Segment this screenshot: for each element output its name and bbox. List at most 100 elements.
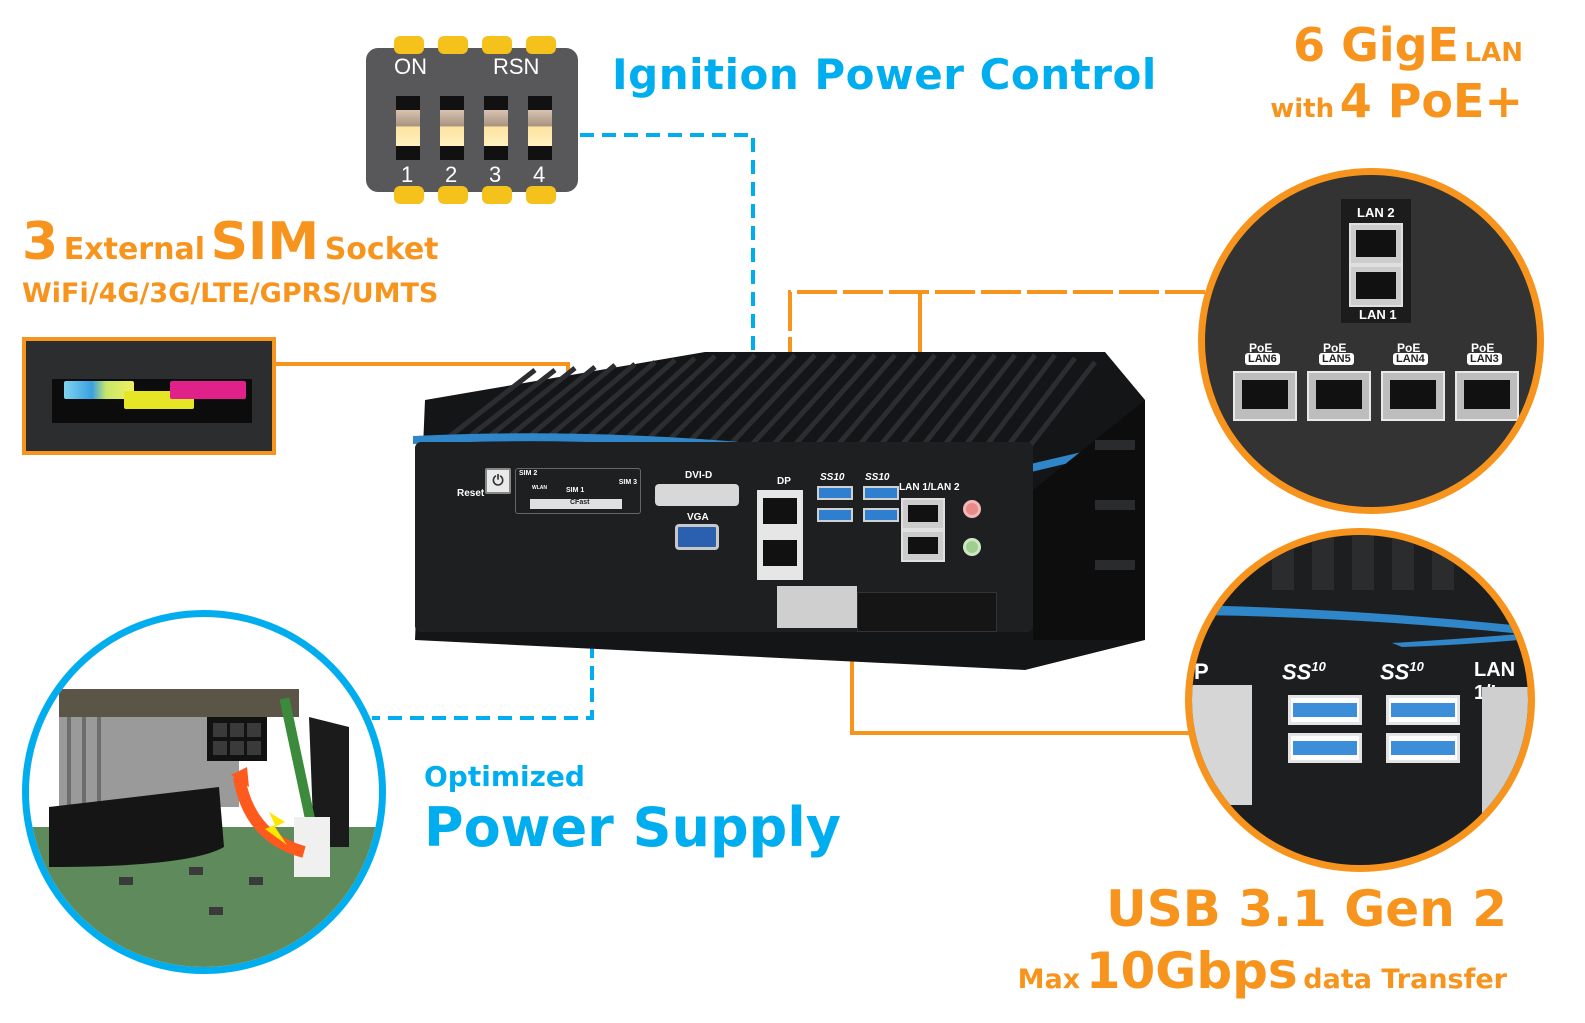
usb-ss-logo: SS10 [1282,659,1326,685]
sim2-label: SIM 2 [519,470,538,477]
dip-pin [438,36,468,54]
sim3-label: SIM 3 [618,479,637,486]
usb-port [817,508,853,522]
lan12-label: LAN 1/LAN 2 [899,482,960,493]
usb-speed: 10Gbps [1085,942,1298,1000]
poe-count: 4 PoE+ [1339,74,1523,128]
dip-switch-4 [528,96,552,160]
sim-external-word: External [63,232,205,267]
power-button[interactable]: ⏻ [485,468,511,494]
sim1-label: SIM 1 [566,487,585,494]
dip-pin [394,186,424,204]
poe-badge: PoE [1323,341,1347,355]
power-supply-inset [22,610,386,974]
cfast-slot: CFast [530,499,622,509]
dp-port-partial [1192,685,1252,805]
dip-switch-3 [484,96,508,160]
usb-port-large [1386,695,1460,725]
device-front-panel: ⏻ Reset SIM 2 SIM 3 SIM 1 WLAN CFast DVI… [415,442,1033,632]
poe-badge: PoE [1249,341,1273,355]
lan5-label: LAN5 [1319,353,1354,365]
dip-on-label: ON [394,54,427,79]
poe-badge: PoE [1397,341,1421,355]
gige-count: 6 GigE [1293,18,1459,72]
sim-slot-inset [22,337,276,455]
sim-card-3 [170,381,246,399]
usb-ss10-label: SS10 [820,472,845,483]
line-out-jack [963,538,981,556]
gige-lan-title: 6 GigE LAN with 4 PoE+ [1270,22,1523,124]
usb-max-word: Max [1017,964,1081,995]
usb-title: USB 3.1 Gen 2 [1106,880,1507,938]
vga-port [675,524,719,550]
sim-connectivity-subtitle: WiFi/4G/3G/LTE/GPRS/UMTS [22,278,439,309]
usb-ports-inset: SS10 SS10 P LAN 1/L [1185,528,1535,872]
usb-port-large [1288,733,1362,763]
lan6-label: LAN6 [1245,353,1280,365]
usb-transfer-words: data Transfer [1303,964,1507,995]
sim-word: SIM [210,212,320,272]
power-supply-subtitle: Optimized [424,760,585,793]
dp-ports [757,490,803,580]
usb-port [863,486,899,500]
dip-rsn-label: RSN [493,54,540,79]
usb-port [863,508,899,522]
dip-switch-illustration: ON RSN 1 2 3 4 [366,36,578,204]
dip-number: 4 [533,162,546,187]
lan2-port [901,498,945,530]
dvi-label: DVI-D [685,470,713,481]
expansion-slots [857,592,997,632]
dip-switch-1 [396,96,420,160]
lan1-inset-port [1349,265,1403,307]
lan5-port [1307,371,1371,421]
reset-label: Reset [457,488,485,499]
dip-number: 1 [401,162,414,187]
usb-ss-logo: SS10 [1380,659,1424,685]
usb-port-large [1288,695,1362,725]
sim-slot [52,379,252,423]
lan2-inset-port [1349,223,1403,265]
cfast-label: CFast [570,499,590,506]
dip-pin [482,36,512,54]
expansion-slot-covers [777,586,857,628]
dip-pin [438,186,468,204]
power-connector-photo [29,617,379,967]
sim-card-1 [64,381,134,399]
usb-port [817,486,853,500]
embedded-pc-device: ⏻ Reset SIM 2 SIM 3 SIM 1 WLAN CFast DVI… [405,340,1150,670]
sim-socket-word: Socket [324,232,439,267]
gige-lan-word: LAN [1464,38,1523,68]
mic-jack [963,500,981,518]
lan2-inset-label: LAN 2 [1357,205,1395,220]
sim-socket-title: 3 External SIM Socket [22,216,439,268]
dip-number: 2 [445,162,458,187]
vga-label: VGA [687,512,709,523]
usb-ss10-label: SS10 [865,472,890,483]
dp-partial-label: P [1194,659,1209,684]
sim-count: 3 [22,212,59,272]
wlan-label: WLAN [532,485,547,491]
usb-port-large [1386,733,1460,763]
lan3-port [1455,371,1519,421]
dp-port-1 [763,498,797,524]
poe-badge: PoE [1471,341,1495,355]
dip-number: 3 [489,162,502,187]
dp-port-2 [763,540,797,566]
sim-cfast-bay: SIM 2 SIM 3 SIM 1 WLAN CFast [515,468,641,514]
lan1-port [901,530,945,562]
ignition-power-control-title: Ignition Power Control [612,50,1157,99]
dip-pin [526,186,556,204]
dvi-port [655,484,739,506]
dip-pin [394,36,424,54]
lan1-inset-label: LAN 1 [1359,307,1397,322]
lan6-port [1233,371,1297,421]
lan4-label: LAN4 [1393,353,1428,365]
dip-pin [482,186,512,204]
lan4-port [1381,371,1445,421]
lan-dual-stack: LAN 2 LAN 1 [1341,199,1411,323]
dp-label: DP [777,476,791,487]
usb-speed-subtitle: Max 10Gbps data Transfer [1018,946,1507,996]
lan-ports-inset: LAN 2 LAN 1 PoE LAN6 PoE LAN5 PoE LAN4 P… [1198,168,1544,514]
dip-switch-2 [440,96,464,160]
power-supply-title: Power Supply [424,796,841,859]
